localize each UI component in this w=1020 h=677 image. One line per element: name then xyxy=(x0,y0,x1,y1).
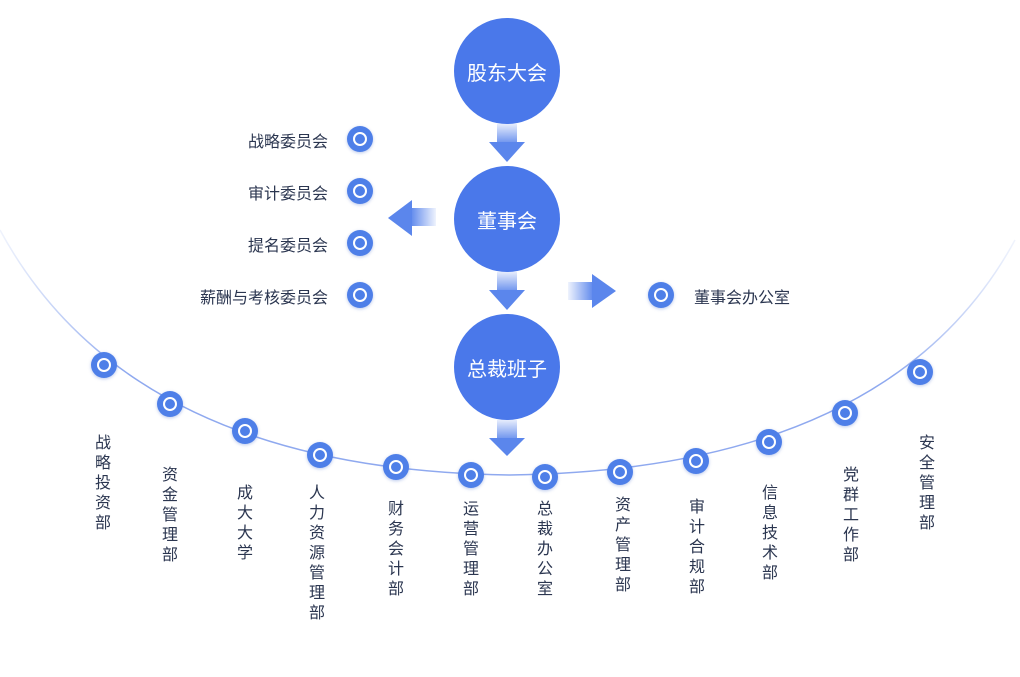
department-label: 资产管理部 xyxy=(612,496,631,596)
department-node[interactable] xyxy=(157,391,183,417)
department-node[interactable] xyxy=(383,454,409,480)
shareholders-meeting-node[interactable]: 股东大会 xyxy=(454,18,560,124)
department-node[interactable] xyxy=(607,459,633,485)
department-label: 党群工作部 xyxy=(840,466,859,566)
committee-label: 审计委员会 xyxy=(247,184,328,203)
president-team-node[interactable]: 总裁班子 xyxy=(454,314,560,420)
department-node[interactable] xyxy=(458,462,484,488)
department-label: 运营管理部 xyxy=(460,500,479,600)
committee-label: 战略委员会 xyxy=(247,132,328,151)
department-node[interactable] xyxy=(532,464,558,490)
committee-node[interactable] xyxy=(347,126,373,152)
department-label: 安全管理部 xyxy=(916,434,935,534)
committee-node[interactable] xyxy=(347,178,373,204)
department-node[interactable] xyxy=(307,442,333,468)
arrow-right xyxy=(568,274,616,308)
department-node[interactable] xyxy=(907,359,933,385)
arrow-down-1 xyxy=(489,124,525,162)
arrow-down-3 xyxy=(489,420,525,456)
board-office-label: 董事会办公室 xyxy=(694,288,791,307)
department-label: 资金管理部 xyxy=(159,466,178,566)
board-label: 董事会 xyxy=(477,208,537,233)
board-node[interactable]: 董事会 xyxy=(454,166,560,272)
committee-label: 提名委员会 xyxy=(247,236,328,255)
president-team-label: 总裁班子 xyxy=(467,356,547,381)
committee-node[interactable] xyxy=(347,282,373,308)
department-node[interactable] xyxy=(756,429,782,455)
department-node[interactable] xyxy=(683,448,709,474)
department-label: 战略投资部 xyxy=(92,434,111,534)
department-label: 成大大学 xyxy=(234,484,253,564)
arrow-left xyxy=(388,200,436,236)
arrow-down-2 xyxy=(489,272,525,310)
department-label: 信息技术部 xyxy=(759,484,778,584)
department-label: 总裁办公室 xyxy=(534,500,553,600)
committee-label: 薪酬与考核委员会 xyxy=(199,288,328,307)
board-office-node[interactable] xyxy=(648,282,674,308)
department-label: 人力资源管理部 xyxy=(306,484,325,624)
department-label: 财务会计部 xyxy=(385,500,404,600)
department-node[interactable] xyxy=(232,418,258,444)
department-node[interactable] xyxy=(832,400,858,426)
department-node[interactable] xyxy=(91,352,117,378)
committee-node[interactable] xyxy=(347,230,373,256)
department-label: 审计合规部 xyxy=(686,498,705,598)
shareholders-meeting-label: 股东大会 xyxy=(467,60,547,85)
